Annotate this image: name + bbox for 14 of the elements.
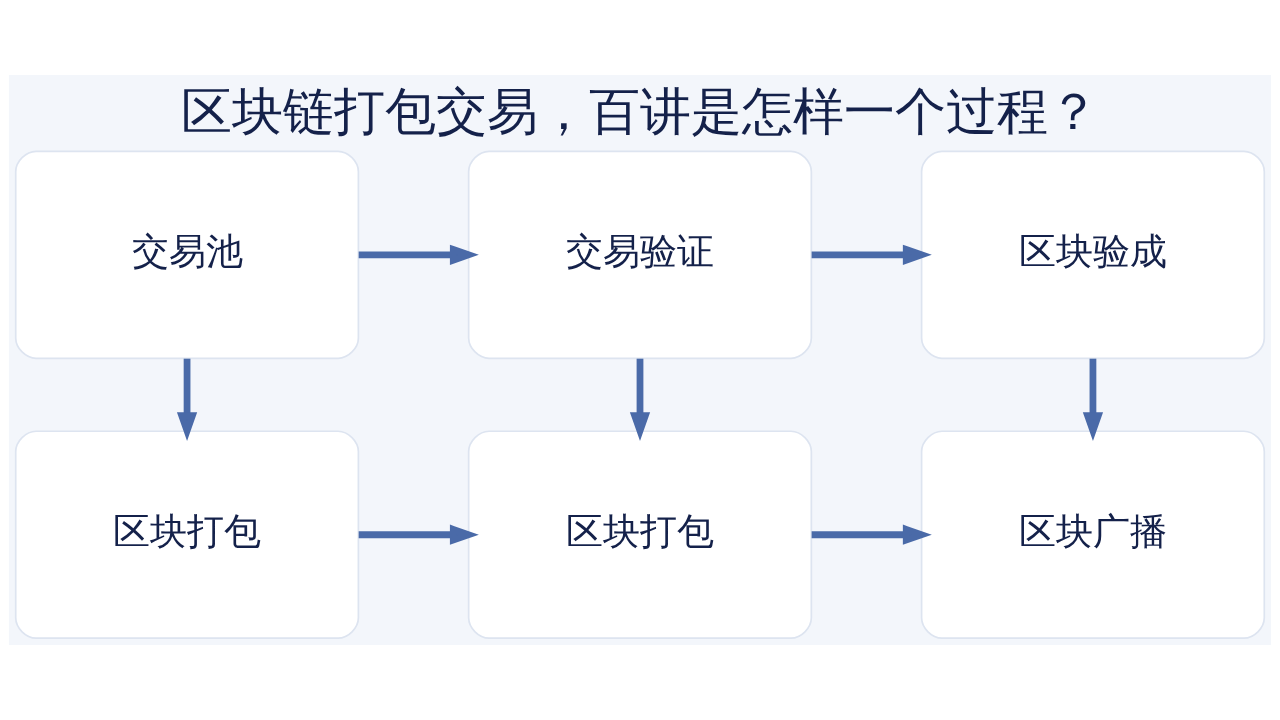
arrow [176, 358, 198, 442]
node-box: 交易验证 [467, 150, 813, 360]
arrow [811, 244, 932, 265]
node-box: 区块广播 [920, 430, 1266, 640]
node-box: 区块打包 [467, 430, 813, 640]
arrow [358, 524, 479, 545]
node-box: 区块验成 [920, 150, 1266, 360]
arrow [629, 358, 651, 442]
arrow [811, 524, 932, 545]
node-box: 区块打包 [14, 430, 360, 640]
arrow [358, 244, 479, 265]
node-box: 交易池 [14, 150, 360, 360]
diagram-title: 区块链打包交易，百讲是怎样一个过程？ [181, 82, 1099, 142]
arrow [1082, 358, 1104, 442]
